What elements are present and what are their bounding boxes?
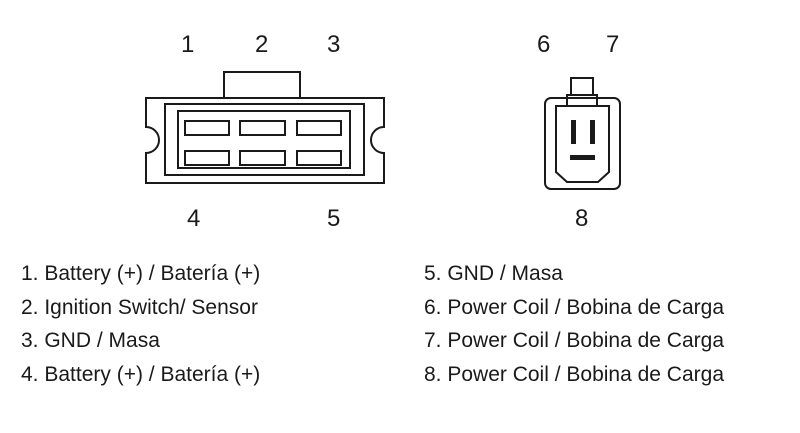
terminal-slot-bottom-3 — [296, 150, 342, 166]
legend-item-3: 3. GND / Masa — [21, 329, 160, 352]
terminal-pin-7 — [590, 120, 595, 144]
connector-3-pin-housing — [544, 97, 621, 190]
pin-label-6: 6 — [537, 31, 550, 58]
legend-item-6: 6. Power Coil / Bobina de Carga — [424, 295, 724, 319]
terminal-pin-6 — [571, 120, 576, 144]
connector-6-pin-inner — [177, 110, 351, 169]
pin-label-2: 2 — [255, 31, 268, 58]
legend-item-7: 7. Power Coil / Bobina de Carga — [424, 329, 724, 352]
pin-label-1: 1 — [181, 31, 194, 58]
pin-label-7: 7 — [606, 31, 619, 58]
legend-item-5: 5. GND / Masa — [424, 262, 563, 285]
connector-6-pin — [145, 71, 385, 184]
connector-3-pin — [544, 77, 621, 190]
connector-6-pin-latch — [223, 71, 301, 99]
pin-legend-right: 5. GND / Masa 6. Power Coil / Bobina de … — [424, 257, 724, 391]
connector-3-pin-latch — [570, 77, 594, 96]
pin-legend-left: 1. Battery (+) / Batería (+) 2. Ignition… — [21, 257, 260, 391]
terminal-slot-top-1 — [184, 120, 230, 136]
connector-6-pin-face — [164, 103, 365, 176]
pin-label-4: 4 — [187, 205, 200, 232]
terminal-slot-bottom-2 — [239, 150, 286, 166]
connector-3-pin-face — [555, 105, 610, 183]
connector-3-pin-terminals — [570, 120, 595, 160]
terminal-slot-top-2 — [239, 120, 286, 136]
legend-item-1: 1. Battery (+) / Batería (+) — [21, 262, 261, 285]
terminal-slot-top-3 — [296, 120, 342, 136]
legend-item-4: 4. Battery (+) / Batería (+) — [21, 362, 261, 386]
pin-label-5: 5 — [327, 205, 340, 232]
pin-label-3: 3 — [327, 31, 340, 58]
pin-label-8: 8 — [575, 205, 588, 232]
terminal-slot-bottom-1 — [184, 150, 230, 166]
terminal-pin-8 — [570, 155, 595, 160]
legend-item-8: 8. Power Coil / Bobina de Carga — [424, 362, 724, 386]
legend-item-2: 2. Ignition Switch/ Sensor — [21, 295, 258, 319]
connector-3-pin-latch-base — [566, 94, 598, 107]
connector-6-pin-housing — [145, 97, 385, 184]
